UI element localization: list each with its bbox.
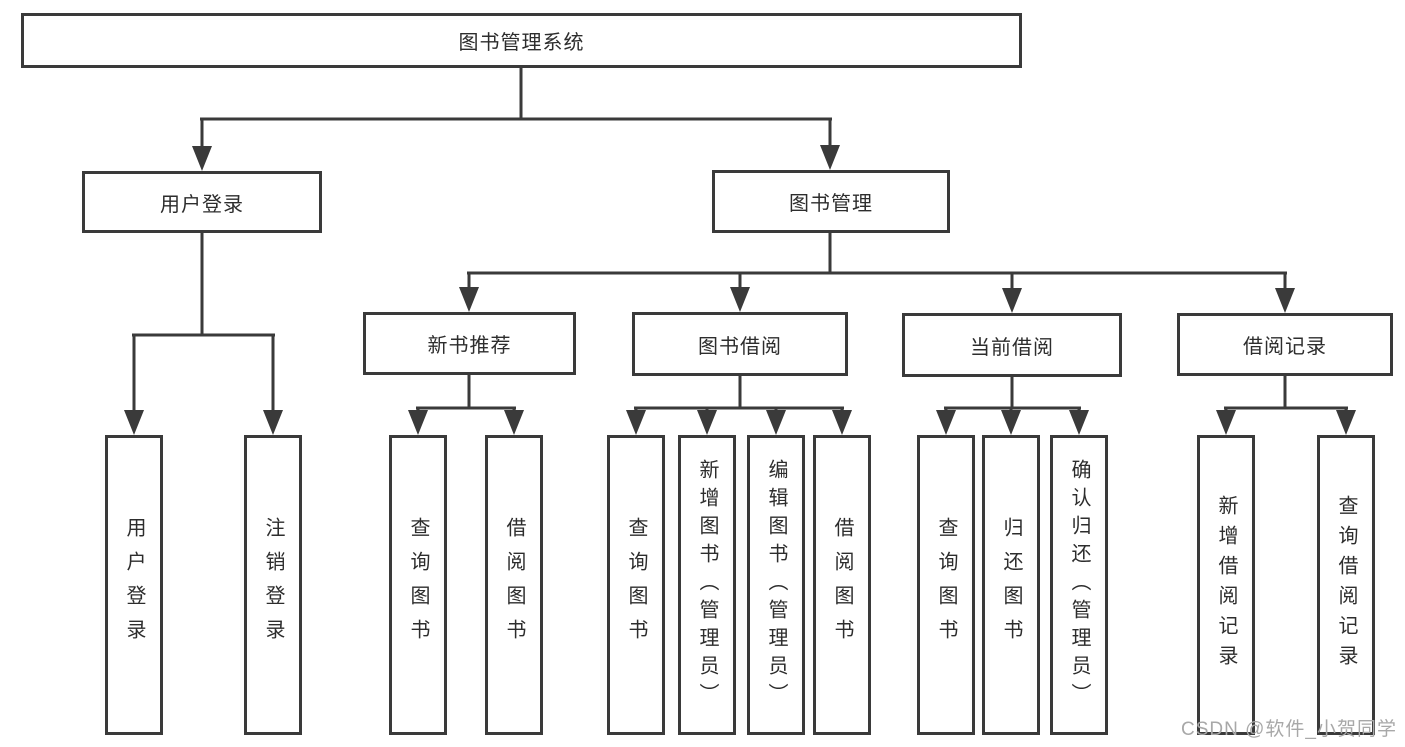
connector-new-book-recommendation-to-leaves — [408, 375, 524, 435]
connector-user-login-to-leaves — [124, 233, 283, 435]
node-new-book-recommendation-label: 新书推荐 — [427, 335, 512, 357]
leaf-query-books-borrowing: 查询图书 — [607, 435, 665, 735]
node-user-login-branch: 用户登录 — [82, 171, 322, 233]
node-borrowing-records: 借阅记录 — [1177, 313, 1393, 376]
leaf-add-borrow-record: 新增借阅记录 — [1197, 435, 1255, 735]
node-book-borrowing: 图书借阅 — [632, 312, 848, 376]
leaf-add-books-admin-label: 新增图书（管理员） — [696, 459, 718, 711]
leaf-return-books: 归还图书 — [982, 435, 1040, 735]
node-new-book-recommendation: 新书推荐 — [363, 312, 576, 375]
leaf-confirm-return-admin: 确认归还（管理员） — [1050, 435, 1108, 735]
leaf-query-books-current: 查询图书 — [917, 435, 975, 735]
leaf-logout: 注销登录 — [244, 435, 302, 735]
node-book-borrowing-label: 图书借阅 — [698, 335, 782, 358]
leaf-logout-label: 注销登录 — [262, 517, 284, 653]
leaf-query-books-current-label: 查询图书 — [935, 517, 957, 653]
connector-root-to-level2 — [192, 68, 840, 171]
leaf-query-borrow-record-label: 查询借阅记录 — [1335, 495, 1357, 675]
node-current-borrowing: 当前借阅 — [902, 313, 1122, 377]
connector-book-borrowing-to-leaves — [626, 376, 852, 435]
leaf-user-login-label: 用户登录 — [123, 517, 145, 653]
node-book-management: 图书管理 — [712, 170, 950, 233]
leaf-add-borrow-record-label: 新增借阅记录 — [1215, 495, 1237, 675]
connector-book-management-to-level3 — [459, 233, 1295, 313]
connector-current-borrowing-to-leaves — [936, 377, 1089, 435]
leaf-query-borrow-record: 查询借阅记录 — [1317, 435, 1375, 735]
node-book-management-label: 图书管理 — [789, 193, 873, 215]
leaf-query-books-recommend: 查询图书 — [389, 435, 447, 735]
leaf-query-books-recommend-label: 查询图书 — [407, 517, 429, 653]
leaf-query-books-borrowing-label: 查询图书 — [625, 517, 647, 653]
leaf-borrow-books-borrowing-label: 借阅图书 — [831, 517, 853, 653]
leaf-borrow-books-borrowing: 借阅图书 — [813, 435, 871, 735]
csdn-watermark: CSDN @软件_小贺同学 — [1181, 719, 1397, 740]
node-user-login-branch-label: 用户登录 — [160, 193, 244, 216]
node-library-system-label: 图书管理系统 — [458, 32, 585, 54]
leaf-edit-books-admin: 编辑图书（管理员） — [747, 435, 805, 735]
leaf-borrow-books-recommend-label: 借阅图书 — [503, 517, 525, 653]
node-current-borrowing-label: 当前借阅 — [970, 336, 1054, 359]
leaf-add-books-admin: 新增图书（管理员） — [678, 435, 736, 735]
connector-borrowing-records-to-leaves — [1216, 376, 1356, 435]
leaf-return-books-label: 归还图书 — [1000, 517, 1022, 653]
leaf-edit-books-admin-label: 编辑图书（管理员） — [765, 459, 787, 711]
node-borrowing-records-label: 借阅记录 — [1243, 336, 1327, 358]
leaf-borrow-books-recommend: 借阅图书 — [485, 435, 543, 735]
node-library-system: 图书管理系统 — [21, 13, 1022, 68]
leaf-confirm-return-admin-label: 确认归还（管理员） — [1068, 459, 1090, 711]
leaf-user-login: 用户登录 — [105, 435, 163, 735]
